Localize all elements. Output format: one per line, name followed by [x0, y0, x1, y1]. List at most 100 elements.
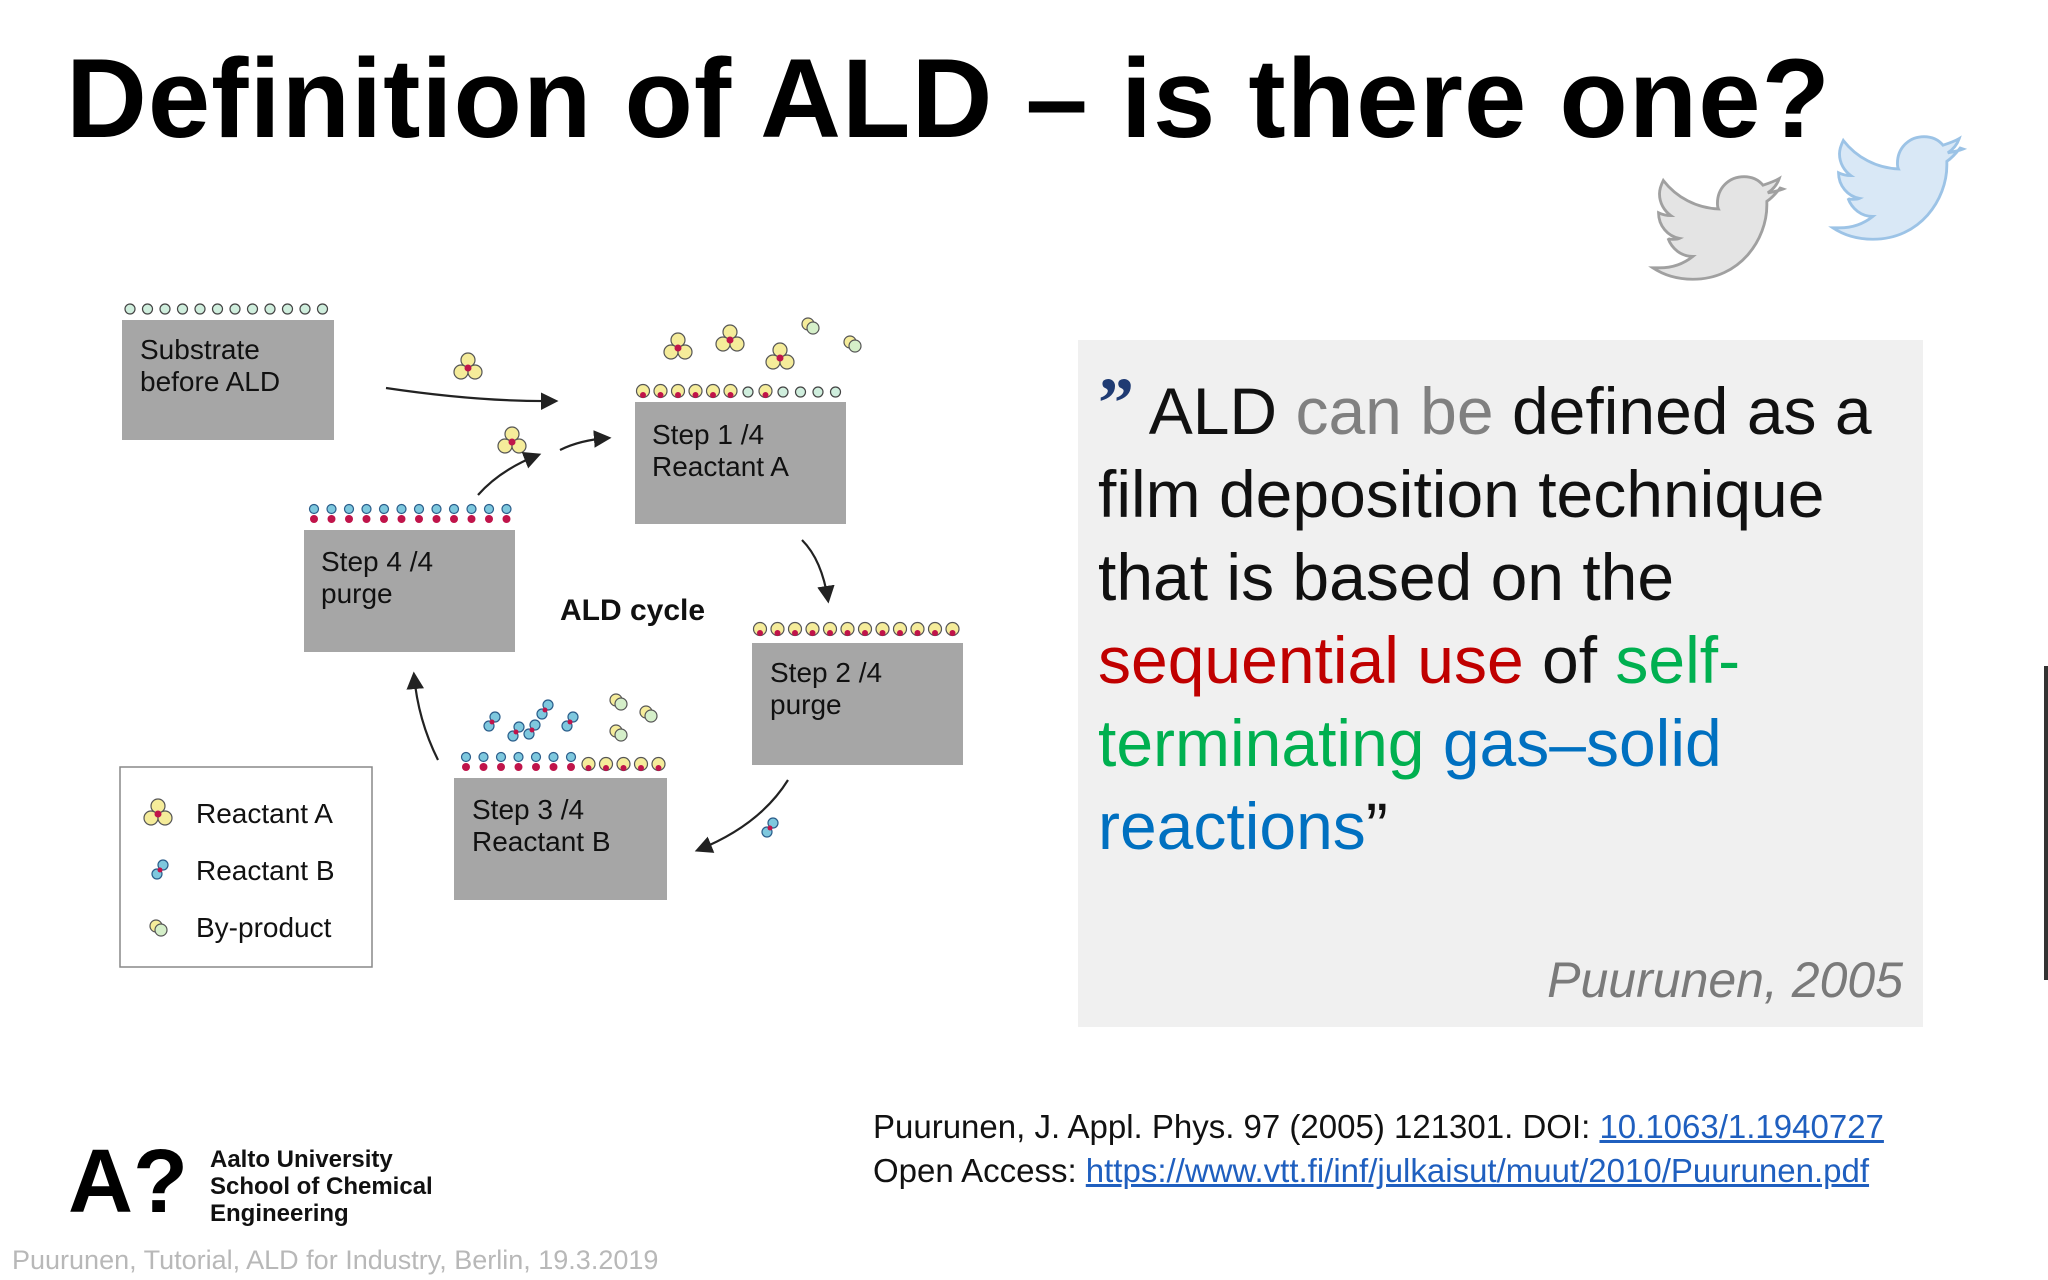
quote-segments: ALD can be defined as a film deposition … [1098, 374, 1872, 863]
open-access-text: Open Access: [873, 1152, 1086, 1189]
surface-site [378, 503, 390, 524]
surface-site [281, 303, 294, 315]
surface-site [308, 503, 320, 524]
surface-site [448, 503, 460, 524]
box-label-line1: Substrate [140, 334, 260, 365]
substrate-box: Substrate before ALD [122, 320, 334, 440]
surface-site [460, 751, 472, 772]
surface-site [124, 303, 136, 315]
reactant-b-molecule [561, 711, 579, 732]
box-label-line1: Step 1 /4 [652, 419, 764, 450]
surface-site [787, 621, 803, 637]
edge-scrollbar[interactable] [2044, 666, 2048, 980]
surface-site [892, 621, 908, 637]
surface-site [343, 503, 355, 524]
doi-link[interactable]: 10.1063/1.1940727 [1599, 1108, 1884, 1145]
surface-site [501, 503, 512, 524]
surface-site [141, 303, 154, 315]
legend: Reactant A Reactant B By-product [119, 766, 373, 968]
surface-site [495, 751, 507, 772]
surface-site [530, 751, 542, 772]
reactant-a-molecule [453, 352, 483, 380]
surface-site [194, 303, 206, 315]
reactant-b-molecule [523, 719, 541, 740]
surface-site [805, 621, 820, 637]
surface-site [565, 751, 577, 772]
quote-segment [1425, 706, 1443, 780]
by-product-molecule [639, 705, 658, 723]
by-product-molecule [609, 724, 628, 742]
surface-site [176, 303, 189, 315]
surface-site [299, 303, 311, 315]
reactant-b-molecule [536, 699, 554, 720]
twitter-bird-gray-icon [1648, 175, 1788, 281]
cycle-arrows [385, 386, 835, 853]
reference-line-1: Puurunen, J. Appl. Phys. 97 (2005) 12130… [873, 1105, 1884, 1149]
substrate-surface-sites [124, 303, 329, 315]
surface-site [822, 621, 838, 637]
quote-segment: of [1523, 623, 1616, 697]
step2-box: Step 2 /4 purge [752, 643, 963, 765]
surface-site [875, 621, 890, 637]
surface-site [742, 386, 754, 398]
surface-site [616, 756, 631, 772]
quote-segment: gas–solid reactions [1098, 706, 1722, 863]
surface-site [794, 386, 807, 398]
surface-site [548, 751, 559, 772]
by-product-molecule [801, 317, 820, 335]
surface-site [396, 503, 407, 524]
surface-site [910, 621, 925, 637]
definition-quote: ” ALD can be defined as a film depositio… [1098, 363, 1908, 868]
quote-segment: self-terminating [1098, 623, 1741, 780]
reactant-a-molecule [663, 332, 693, 360]
step2-surface-sites [752, 621, 960, 637]
surface-site [688, 383, 703, 399]
quote-segment: can be [1295, 374, 1494, 448]
ald-cycle-label: ALD cycle [560, 594, 705, 627]
surface-site [413, 503, 425, 524]
surface-site [945, 621, 960, 637]
legend-label-reactant-a: Reactant A [196, 798, 333, 829]
open-access-link[interactable]: https://www.vtt.fi/inf/julkaisut/muut/20… [1085, 1152, 1870, 1189]
reactant-a-molecule [765, 342, 795, 370]
surface-site [431, 503, 442, 524]
slide-footer: Puurunen, Tutorial, ALD for Industry, Be… [12, 1245, 659, 1275]
box-label-line1: Step 3 /4 [472, 794, 584, 825]
surface-site [229, 303, 241, 315]
reference-line-2: Open Access: https://www.vtt.fi/inf/julk… [873, 1149, 1884, 1193]
surface-site [478, 751, 489, 772]
surface-site [246, 303, 259, 315]
surface-site [635, 383, 651, 399]
legend-label-by-product: By-product [196, 912, 332, 943]
arrow-step4-to-step1-tail [559, 430, 612, 451]
aalto-logo-mark: A? [68, 1140, 188, 1220]
reactant-a-molecule [715, 324, 745, 352]
quote-segment: sequential use [1098, 623, 1524, 697]
arrow-substrate-to-step1 [385, 386, 559, 410]
surface-site [857, 621, 873, 637]
quote-segment: defined as a film deposition technique t… [1098, 374, 1872, 614]
surface-site [211, 303, 224, 315]
quote-box: ” ALD can be defined as a film depositio… [1078, 340, 1923, 1027]
box-label-line2: before ALD [140, 366, 280, 397]
surface-site [581, 756, 596, 772]
step4-surface-sites [308, 503, 512, 524]
reference-journal-text: Puurunen, J. Appl. Phys. 97 (2005) 12130… [873, 1108, 1600, 1145]
ald-cycle-diagram: Substrate before ALD Step 1 /4 Reactant … [119, 303, 963, 968]
quote-segment: ” [1365, 789, 1388, 863]
quote-segment: ALD [1148, 374, 1296, 448]
logo-line-1: Aalto University [210, 1146, 393, 1173]
surface-site [670, 383, 686, 399]
surface-site [633, 756, 649, 772]
slide-title: Definition of ALD – is there one? [66, 36, 1831, 161]
step1-surface-sites [635, 383, 842, 399]
arrow-step3-to-step4 [406, 671, 439, 761]
surface-site [770, 621, 785, 637]
surface-site [466, 503, 477, 524]
legend-label-reactant-b: Reactant B [196, 855, 335, 886]
surface-site [264, 303, 276, 315]
surface-site [758, 383, 773, 399]
arrow-step2-to-step3 [694, 779, 789, 853]
surface-site [513, 751, 524, 772]
surface-site [653, 383, 668, 399]
